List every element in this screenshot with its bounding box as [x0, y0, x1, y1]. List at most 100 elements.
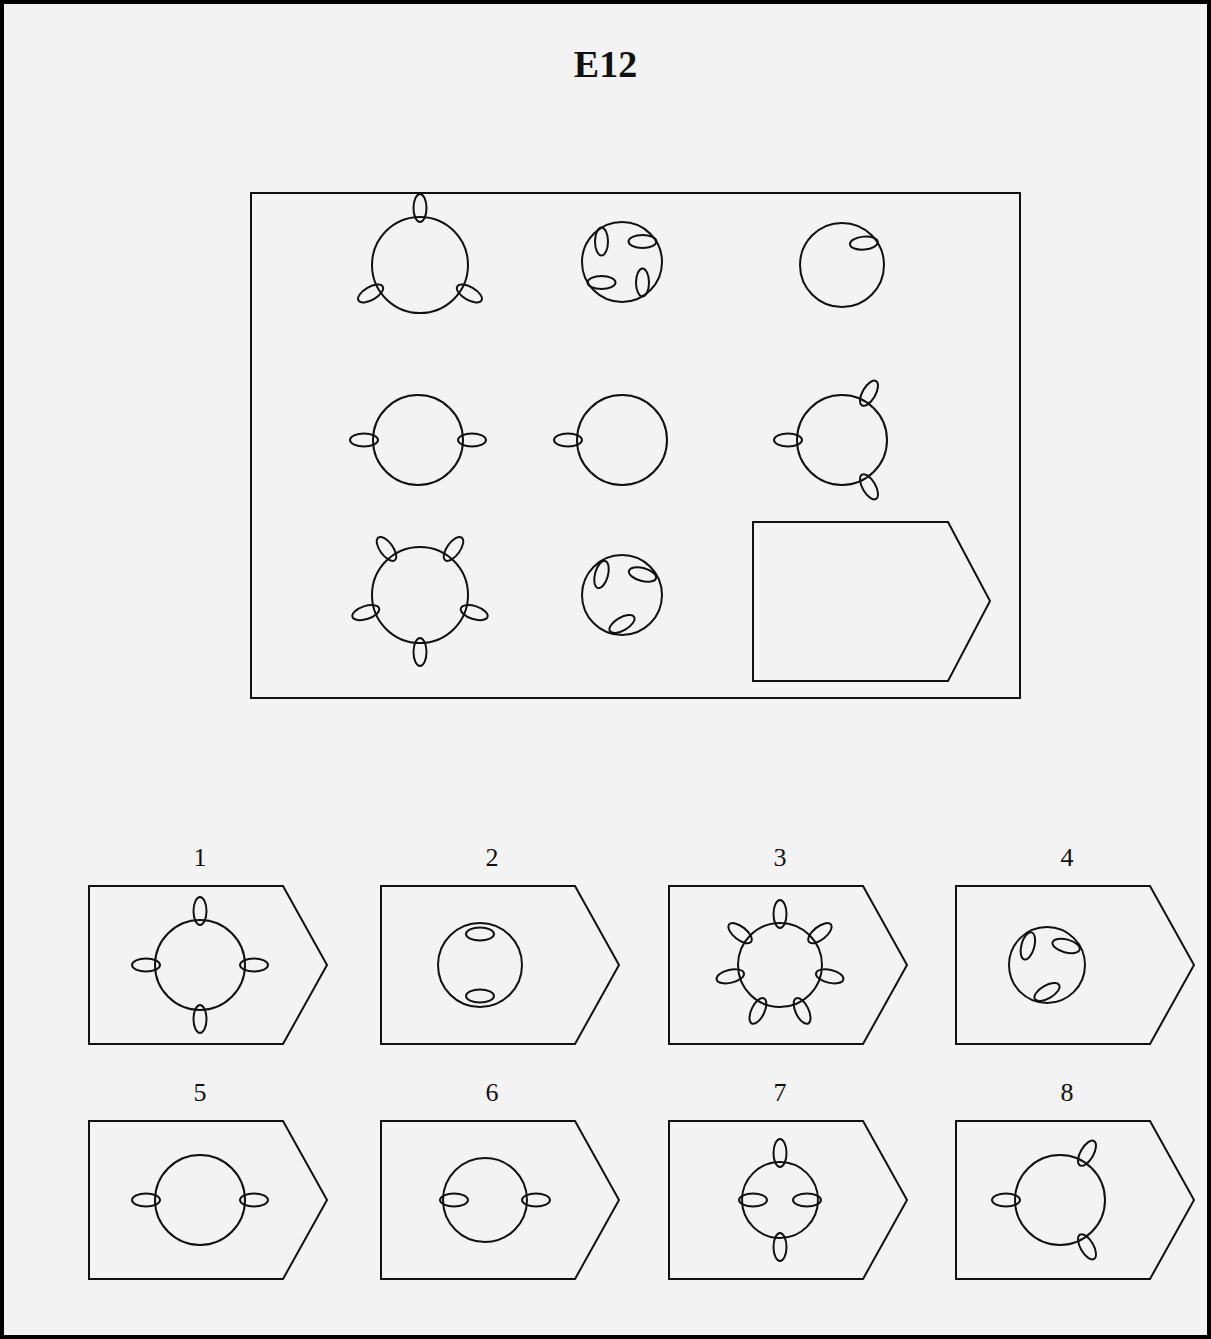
loop [240, 1194, 268, 1207]
loop-figure [440, 1158, 550, 1242]
answer-option: 8 [955, 1120, 1195, 1280]
ring [155, 920, 245, 1010]
option-number: 1 [88, 843, 312, 873]
loop [774, 434, 802, 447]
loop [774, 900, 787, 928]
empty-slot [753, 522, 990, 681]
loop [725, 919, 755, 947]
loop [774, 1139, 787, 1167]
loop-figure [715, 900, 845, 1026]
loop [746, 995, 770, 1026]
matrix-figures [350, 194, 887, 666]
loop [414, 194, 427, 222]
option-border [89, 1121, 327, 1279]
ring [155, 1155, 245, 1245]
option-outline [88, 885, 328, 1045]
loop [454, 281, 485, 306]
loop [414, 638, 427, 666]
option-border [381, 1121, 619, 1279]
ring [1009, 927, 1085, 1003]
loop [1051, 936, 1081, 956]
loop-figure [350, 534, 489, 666]
option-number: 6 [380, 1078, 604, 1108]
ring [797, 395, 887, 485]
loop [739, 1194, 767, 1207]
ring [582, 222, 662, 302]
loop [715, 967, 745, 986]
loop [856, 378, 881, 409]
loop-figure [739, 1139, 821, 1261]
ring [582, 555, 662, 635]
loop [627, 565, 657, 585]
ring [372, 217, 468, 313]
loop [1018, 931, 1038, 961]
loop-figure [800, 223, 884, 307]
option-number: 8 [955, 1078, 1179, 1108]
loop [554, 434, 582, 447]
option-border [381, 886, 619, 1044]
loop-figure [132, 1155, 268, 1245]
loop [240, 959, 268, 972]
ring [372, 547, 468, 643]
option-outline [955, 1120, 1195, 1280]
answer-option: 3 [668, 885, 908, 1045]
loop [466, 990, 494, 1003]
loop [132, 1194, 160, 1207]
option-border [669, 1121, 907, 1279]
loop [440, 534, 467, 564]
loop [607, 611, 638, 636]
ring [1015, 1155, 1105, 1245]
option-border [89, 886, 327, 1044]
loop-figure [582, 555, 662, 637]
ring [742, 1162, 818, 1238]
loop-figure [1009, 927, 1085, 1005]
loop [1074, 1138, 1099, 1169]
loop [815, 967, 845, 986]
loop [459, 602, 490, 623]
loop [636, 269, 649, 297]
loop-figure [355, 194, 485, 313]
answer-option: 2 [380, 885, 620, 1045]
loop [592, 559, 612, 589]
loop [350, 602, 381, 623]
loop [194, 897, 207, 925]
ring [438, 923, 522, 1007]
option-number: 5 [88, 1078, 312, 1108]
loop [350, 434, 378, 447]
loop-figure [350, 395, 486, 485]
option-border [956, 1121, 1194, 1279]
loop [440, 1194, 468, 1207]
loop [629, 235, 657, 248]
loop-figure [582, 222, 662, 302]
loop [588, 276, 616, 289]
loop [992, 1194, 1020, 1207]
loop [132, 959, 160, 972]
loop-figure [132, 897, 268, 1033]
ring [373, 395, 463, 485]
loop [774, 1233, 787, 1261]
option-outline [668, 885, 908, 1045]
loop-figure [774, 378, 887, 502]
loop [856, 471, 881, 502]
loop [1074, 1231, 1099, 1262]
matrix-frame [251, 193, 1020, 698]
loop [355, 281, 386, 306]
loop [849, 235, 878, 250]
ring [577, 395, 667, 485]
loop [458, 434, 486, 447]
option-outline [955, 885, 1195, 1045]
option-outline [88, 1120, 328, 1280]
ring [443, 1158, 527, 1242]
answer-option: 7 [668, 1120, 908, 1280]
loop [522, 1194, 550, 1207]
option-border [669, 886, 907, 1044]
loop-figure [992, 1138, 1105, 1262]
answer-option: 1 [88, 885, 328, 1045]
title: E12 [0, 42, 1211, 86]
loop [1032, 979, 1063, 1004]
loop [194, 1005, 207, 1033]
loop [595, 228, 608, 256]
loop [466, 928, 494, 941]
